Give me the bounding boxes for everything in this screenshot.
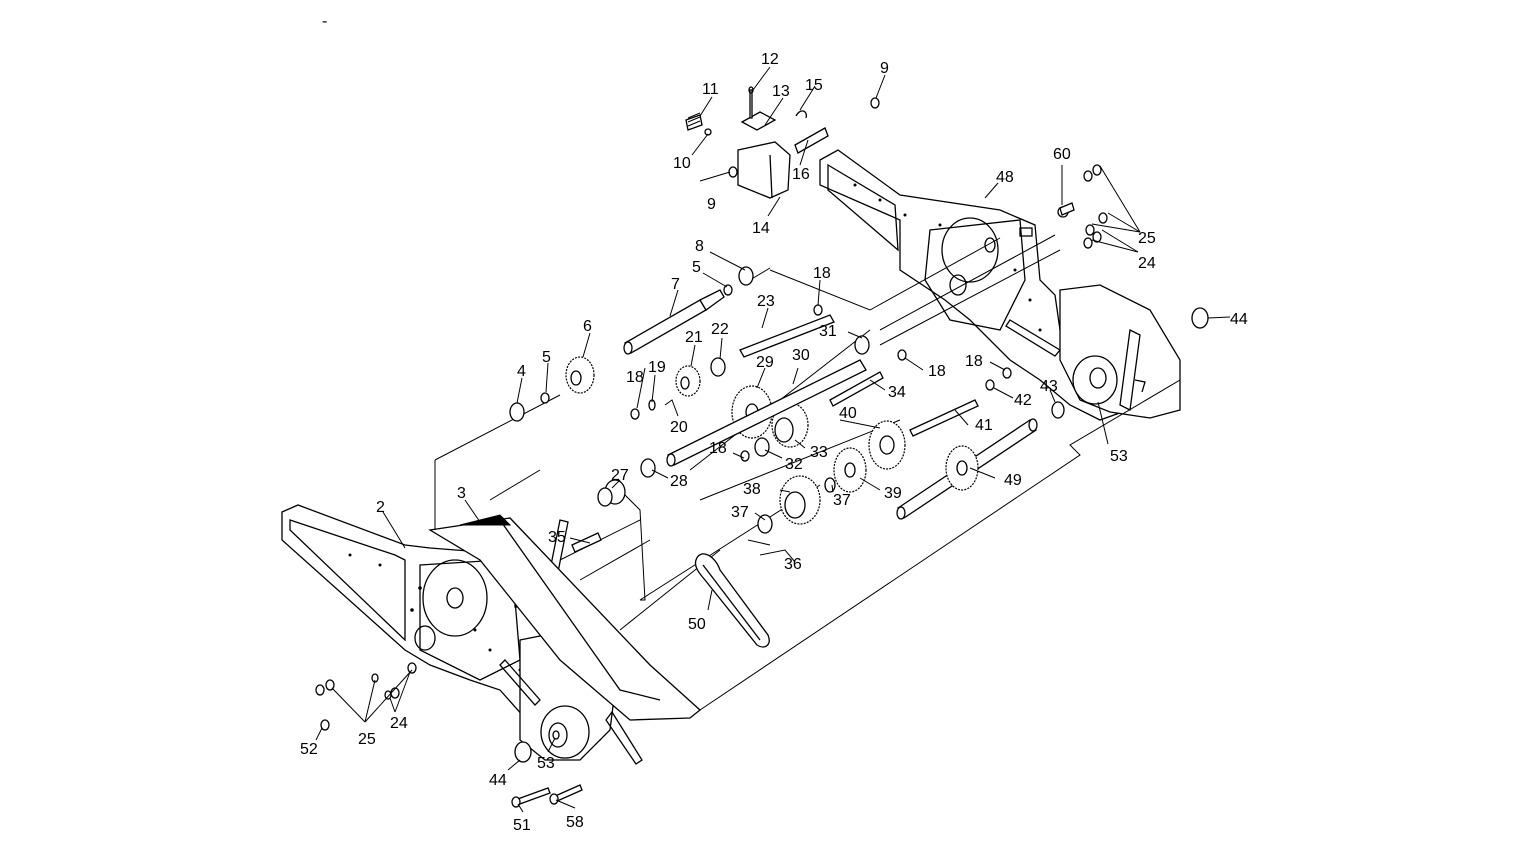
callout-52: 52	[300, 741, 318, 758]
callout-31: 31	[819, 323, 837, 340]
callout-18: 18	[965, 353, 983, 370]
callout-6: 6	[583, 318, 592, 335]
shift-lever-assembly	[685, 86, 829, 199]
callout-labels: 2 3 4 5 5 6 7 8 9 9 10 11 12 13 14 15 16…	[300, 51, 1248, 834]
callout-44: 44	[1230, 311, 1248, 328]
callout-29: 29	[756, 354, 774, 371]
callout-25: 25	[358, 731, 376, 748]
small-parts	[315, 97, 1209, 763]
callout-27: 27	[611, 467, 629, 484]
bolts	[511, 202, 1075, 808]
drive-belt	[694, 553, 770, 648]
callout-9: 9	[880, 60, 889, 77]
right-chain-case	[1059, 284, 1181, 419]
callout-19: 19	[648, 359, 666, 376]
callout-22: 22	[711, 321, 729, 338]
callout-16: 16	[792, 166, 810, 183]
gear-38	[779, 475, 821, 525]
callout-24: 24	[390, 715, 408, 732]
callout-32: 32	[785, 456, 803, 473]
callout-51: 51	[513, 817, 531, 834]
sprocket-49	[945, 445, 979, 491]
corner-mark: -	[322, 13, 327, 30]
callout-48: 48	[996, 169, 1014, 186]
callout-33: 33	[810, 444, 828, 461]
callout-53: 53	[1110, 448, 1128, 465]
callout-8: 8	[695, 238, 704, 255]
callout-7: 7	[671, 276, 680, 293]
callout-23: 23	[757, 293, 775, 310]
callout-28: 28	[670, 473, 688, 490]
callout-9: 9	[707, 196, 716, 213]
callout-60: 60	[1053, 146, 1071, 163]
callout-5: 5	[542, 349, 551, 366]
callout-4: 4	[517, 363, 526, 380]
callout-30: 30	[792, 347, 810, 364]
callout-14: 14	[752, 220, 770, 237]
callout-11: 11	[702, 81, 719, 98]
callout-21: 21	[685, 329, 703, 346]
callout-43: 43	[1040, 378, 1058, 395]
callout-10: 10	[673, 155, 691, 172]
callout-18: 18	[928, 363, 946, 380]
callout-18: 18	[626, 369, 644, 386]
callout-2: 2	[376, 499, 385, 516]
callout-37: 37	[731, 504, 749, 521]
callout-44: 44	[489, 772, 507, 789]
callout-35: 35	[548, 529, 566, 546]
callout-18: 18	[813, 265, 831, 282]
callout-58: 58	[566, 814, 584, 831]
callout-50: 50	[688, 616, 706, 633]
shaft-41	[909, 399, 979, 437]
shaft-30	[666, 359, 867, 467]
shaft-7	[623, 289, 725, 355]
shaft-23	[739, 314, 835, 358]
callout-42: 42	[1014, 392, 1032, 409]
callout-24: 24	[1138, 255, 1156, 272]
callout-13: 13	[772, 83, 790, 100]
gear-6	[565, 356, 595, 394]
main-housing-shell	[428, 514, 702, 721]
callout-25: 25	[1138, 230, 1156, 247]
shaft-34	[829, 371, 884, 407]
leader-lines	[315, 66, 1231, 813]
callout-18: 18	[709, 440, 727, 457]
callout-36: 36	[784, 556, 802, 573]
callout-40: 40	[839, 405, 857, 422]
sprocket-39	[833, 447, 867, 493]
callout-34: 34	[888, 384, 906, 401]
callout-38: 38	[743, 481, 761, 498]
callout-3: 3	[457, 485, 466, 502]
callout-53: 53	[537, 755, 555, 772]
gear-21	[675, 365, 701, 397]
callout-39: 39	[884, 485, 902, 502]
sprocket-40	[868, 420, 906, 470]
callout-37: 37	[833, 492, 851, 509]
callout-12: 12	[761, 51, 779, 68]
callout-15: 15	[805, 77, 823, 94]
callout-5: 5	[692, 259, 701, 276]
callout-41: 41	[975, 417, 993, 434]
callout-49: 49	[1004, 472, 1022, 489]
callout-20: 20	[670, 419, 688, 436]
